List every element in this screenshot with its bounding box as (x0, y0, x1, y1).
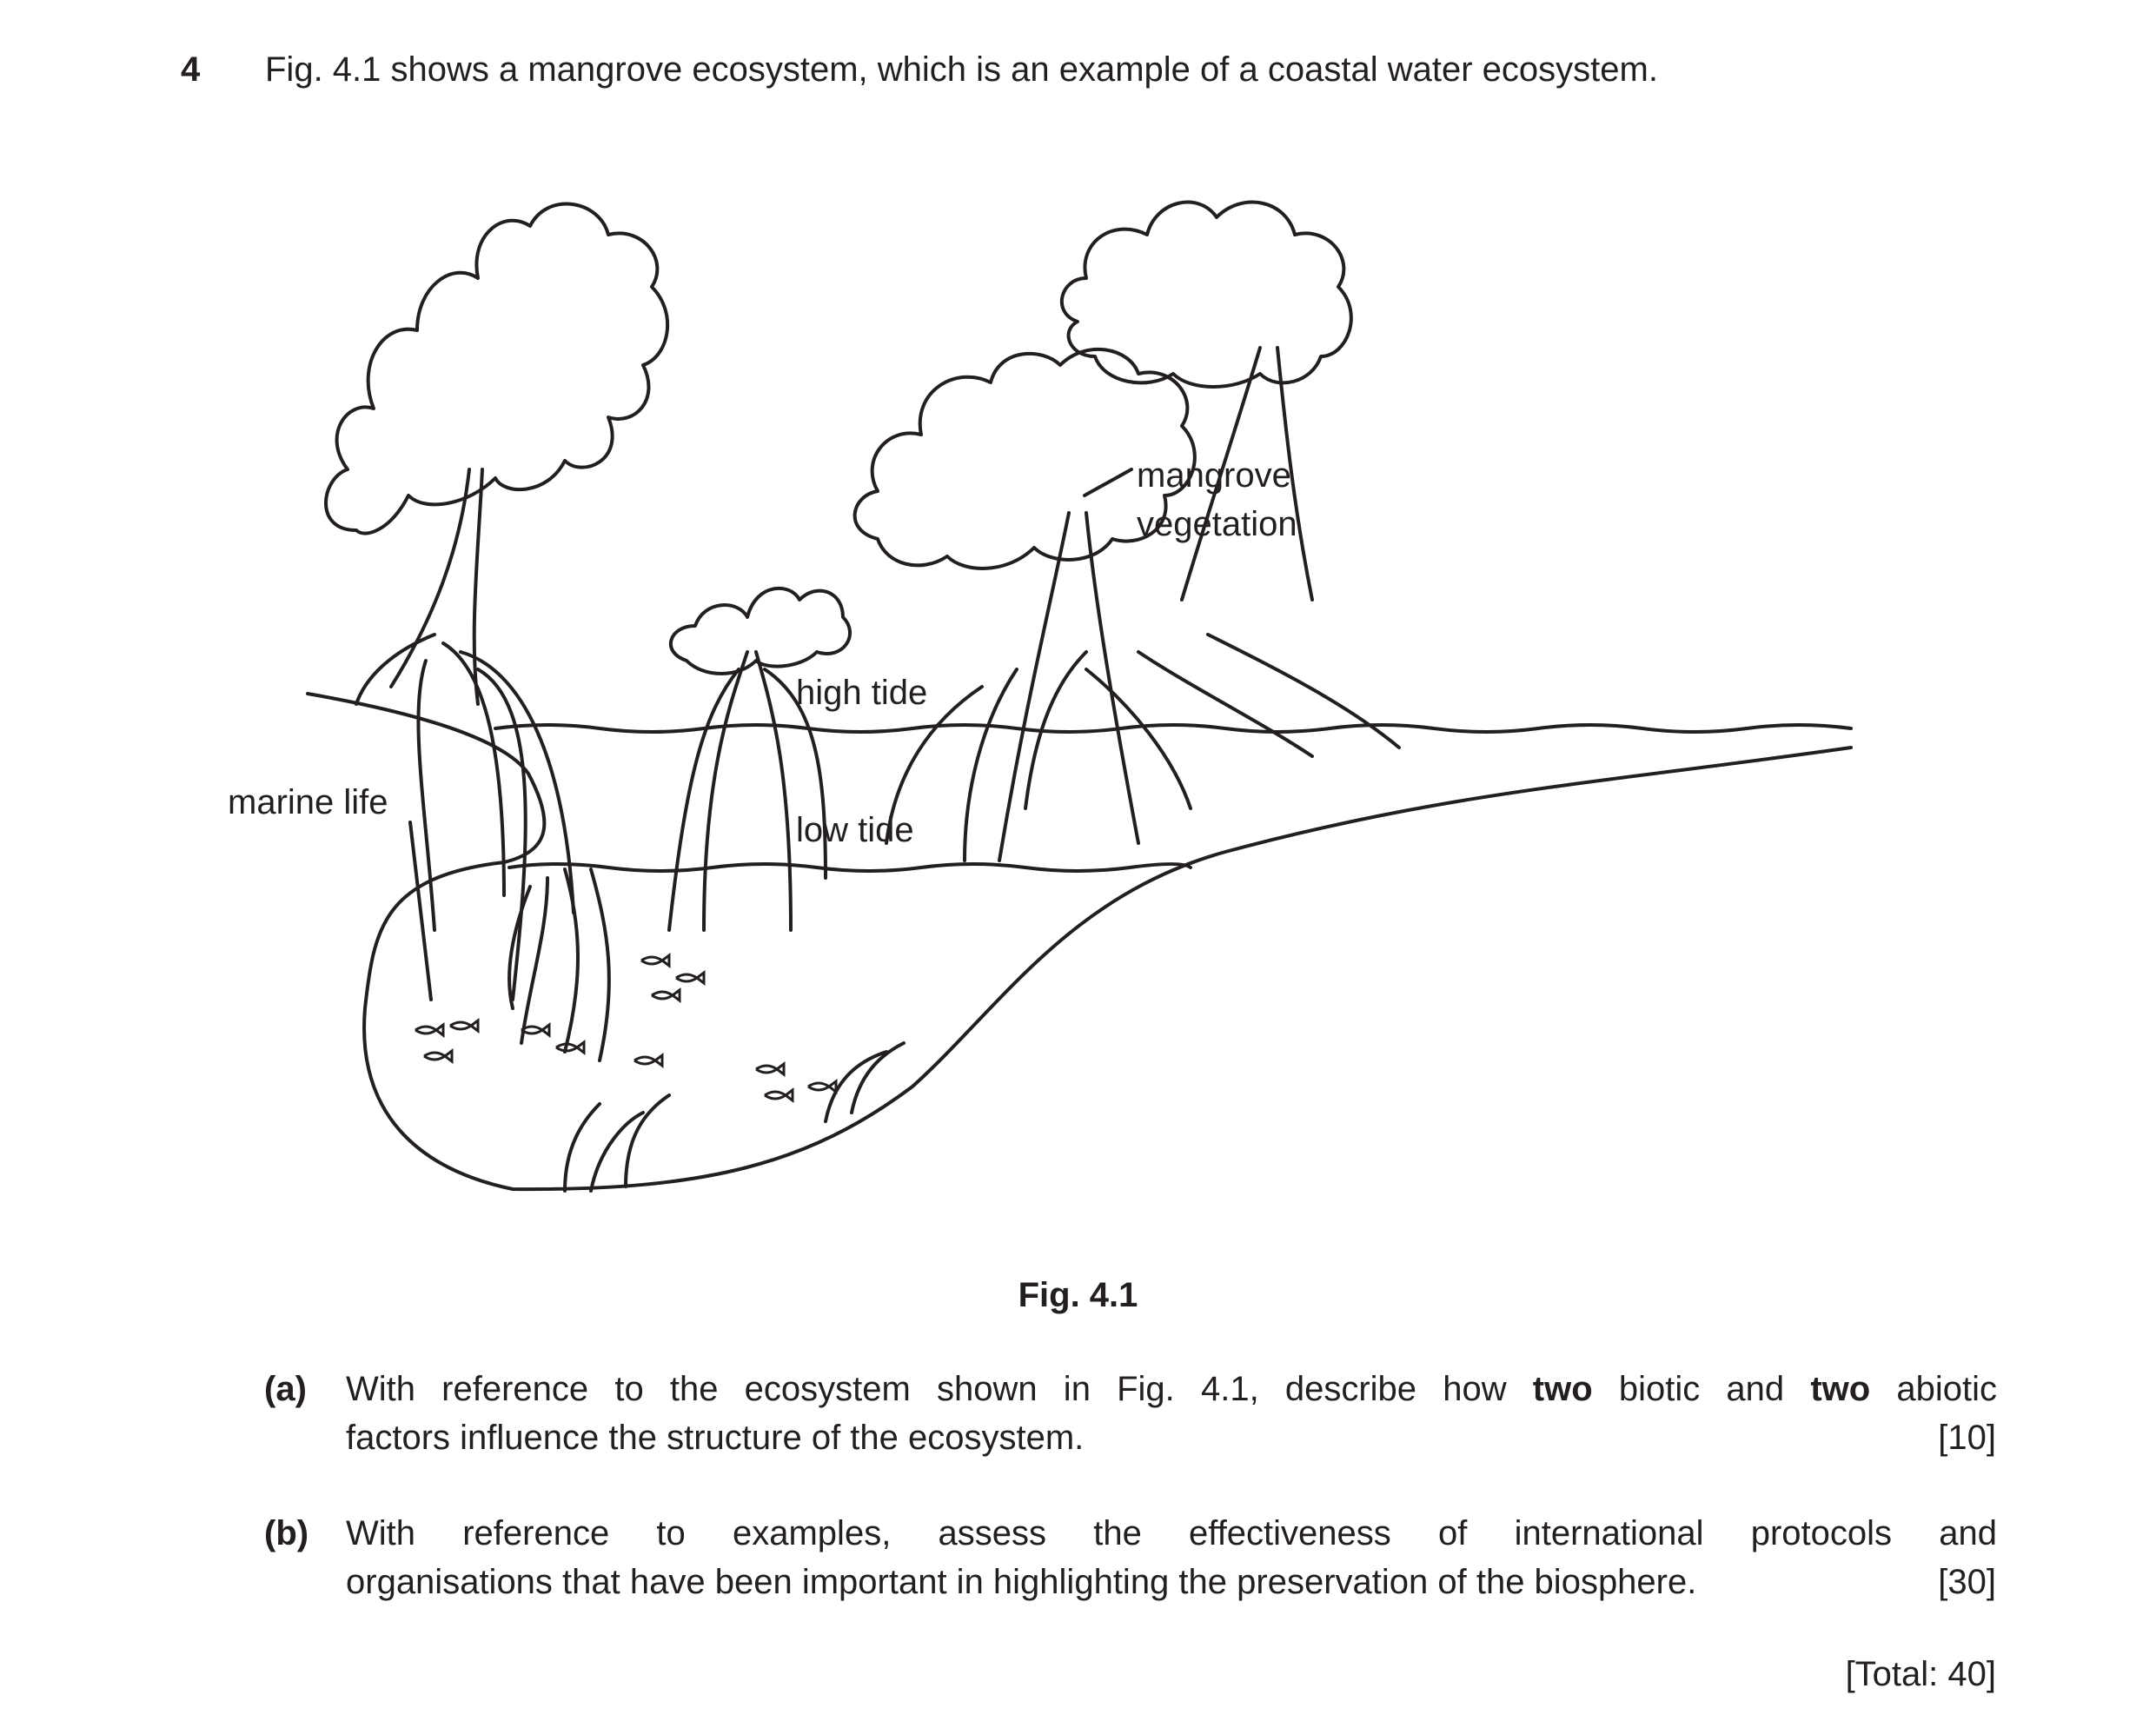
fish (764, 1087, 794, 1103)
fish (807, 1079, 838, 1094)
part-b-line-2: organisations that have been important i… (346, 1563, 1697, 1601)
seabed-outline (306, 692, 1853, 1192)
middle-tree-trunk (667, 650, 827, 932)
middle-tree-canopy (668, 587, 852, 675)
part-b-marks: [30] (1938, 1563, 1996, 1601)
left-underwater-roots (507, 868, 611, 1062)
mangrove-ecosystem-diagram: mangrove vegetation high tide low tide m… (228, 200, 1853, 1193)
high-tide-line (494, 723, 1853, 734)
low-tide-line (507, 862, 1192, 873)
fish (555, 1040, 586, 1055)
label-mangrove: mangrove (1137, 456, 1291, 495)
part-a-marks: [10] (1938, 1419, 1996, 1457)
part-a-line-2: factors influence the structure of the e… (346, 1419, 1085, 1457)
fish (651, 987, 681, 1003)
mangrove-leader-line (1083, 468, 1133, 497)
figure-caption: Fig. 4.1 (1018, 1276, 1138, 1314)
right-tree-trunk-1 (998, 511, 1140, 862)
part-b-label: (b) (264, 1514, 309, 1552)
label-high-tide: high tide (796, 674, 927, 712)
left-tree-canopy (324, 202, 670, 535)
fish (423, 1048, 454, 1064)
fish (521, 1022, 551, 1038)
label-marine-life: marine life (228, 783, 388, 821)
part-b-line-1: With reference to examples, assess the e… (346, 1514, 1997, 1552)
fish (634, 1053, 664, 1068)
fish (640, 953, 671, 968)
fish (755, 1061, 786, 1077)
label-low-tide: low tide (796, 811, 914, 849)
question-number: 4 (181, 50, 201, 89)
total-marks: [Total: 40] (1845, 1655, 1996, 1693)
left-tree-roots (355, 633, 575, 1001)
fish (675, 970, 706, 986)
label-vegetation: vegetation (1137, 505, 1297, 543)
right-tree-roots (885, 633, 1401, 862)
marine-life-leader-line (408, 821, 433, 1001)
fish (415, 1022, 445, 1038)
part-a-label: (a) (264, 1370, 307, 1408)
right-tree-canopy-2 (1060, 200, 1353, 389)
fish-group (415, 953, 838, 1103)
question-stem: Fig. 4.1 shows a mangrove ecosystem, whi… (265, 50, 1658, 89)
right-tree-canopy-1 (852, 347, 1197, 570)
part-a-line-1: With reference to the ecosystem shown in… (346, 1370, 1997, 1408)
seagrass (563, 1041, 906, 1193)
fish (449, 1018, 480, 1034)
